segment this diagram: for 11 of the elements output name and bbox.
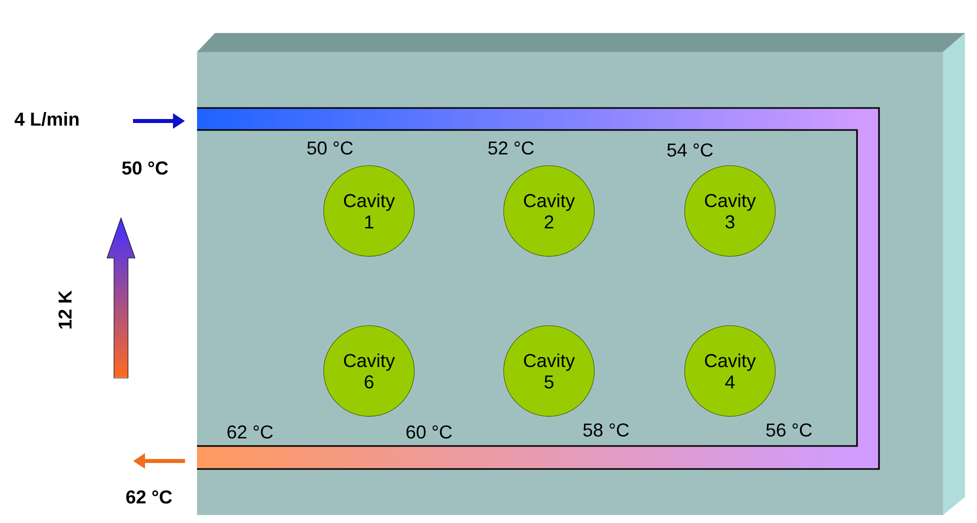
temperature-label: 62 °C [126,490,172,504]
temperature-label: 50 °C [307,141,353,155]
temperature-difference-label: 12 K [58,290,72,329]
temperature-label: 56 °C [766,423,812,437]
flow-rate-label: 4 L/min [14,112,79,126]
temperature-label: 52 °C [488,141,534,155]
temperature-label: 60 °C [406,425,452,439]
temperature-label: 62 °C [228,425,273,439]
temperature-label: 54 °C [667,143,713,157]
temperature-label: 50 °C [122,161,168,175]
temperature-label: 58 °C [583,423,629,437]
